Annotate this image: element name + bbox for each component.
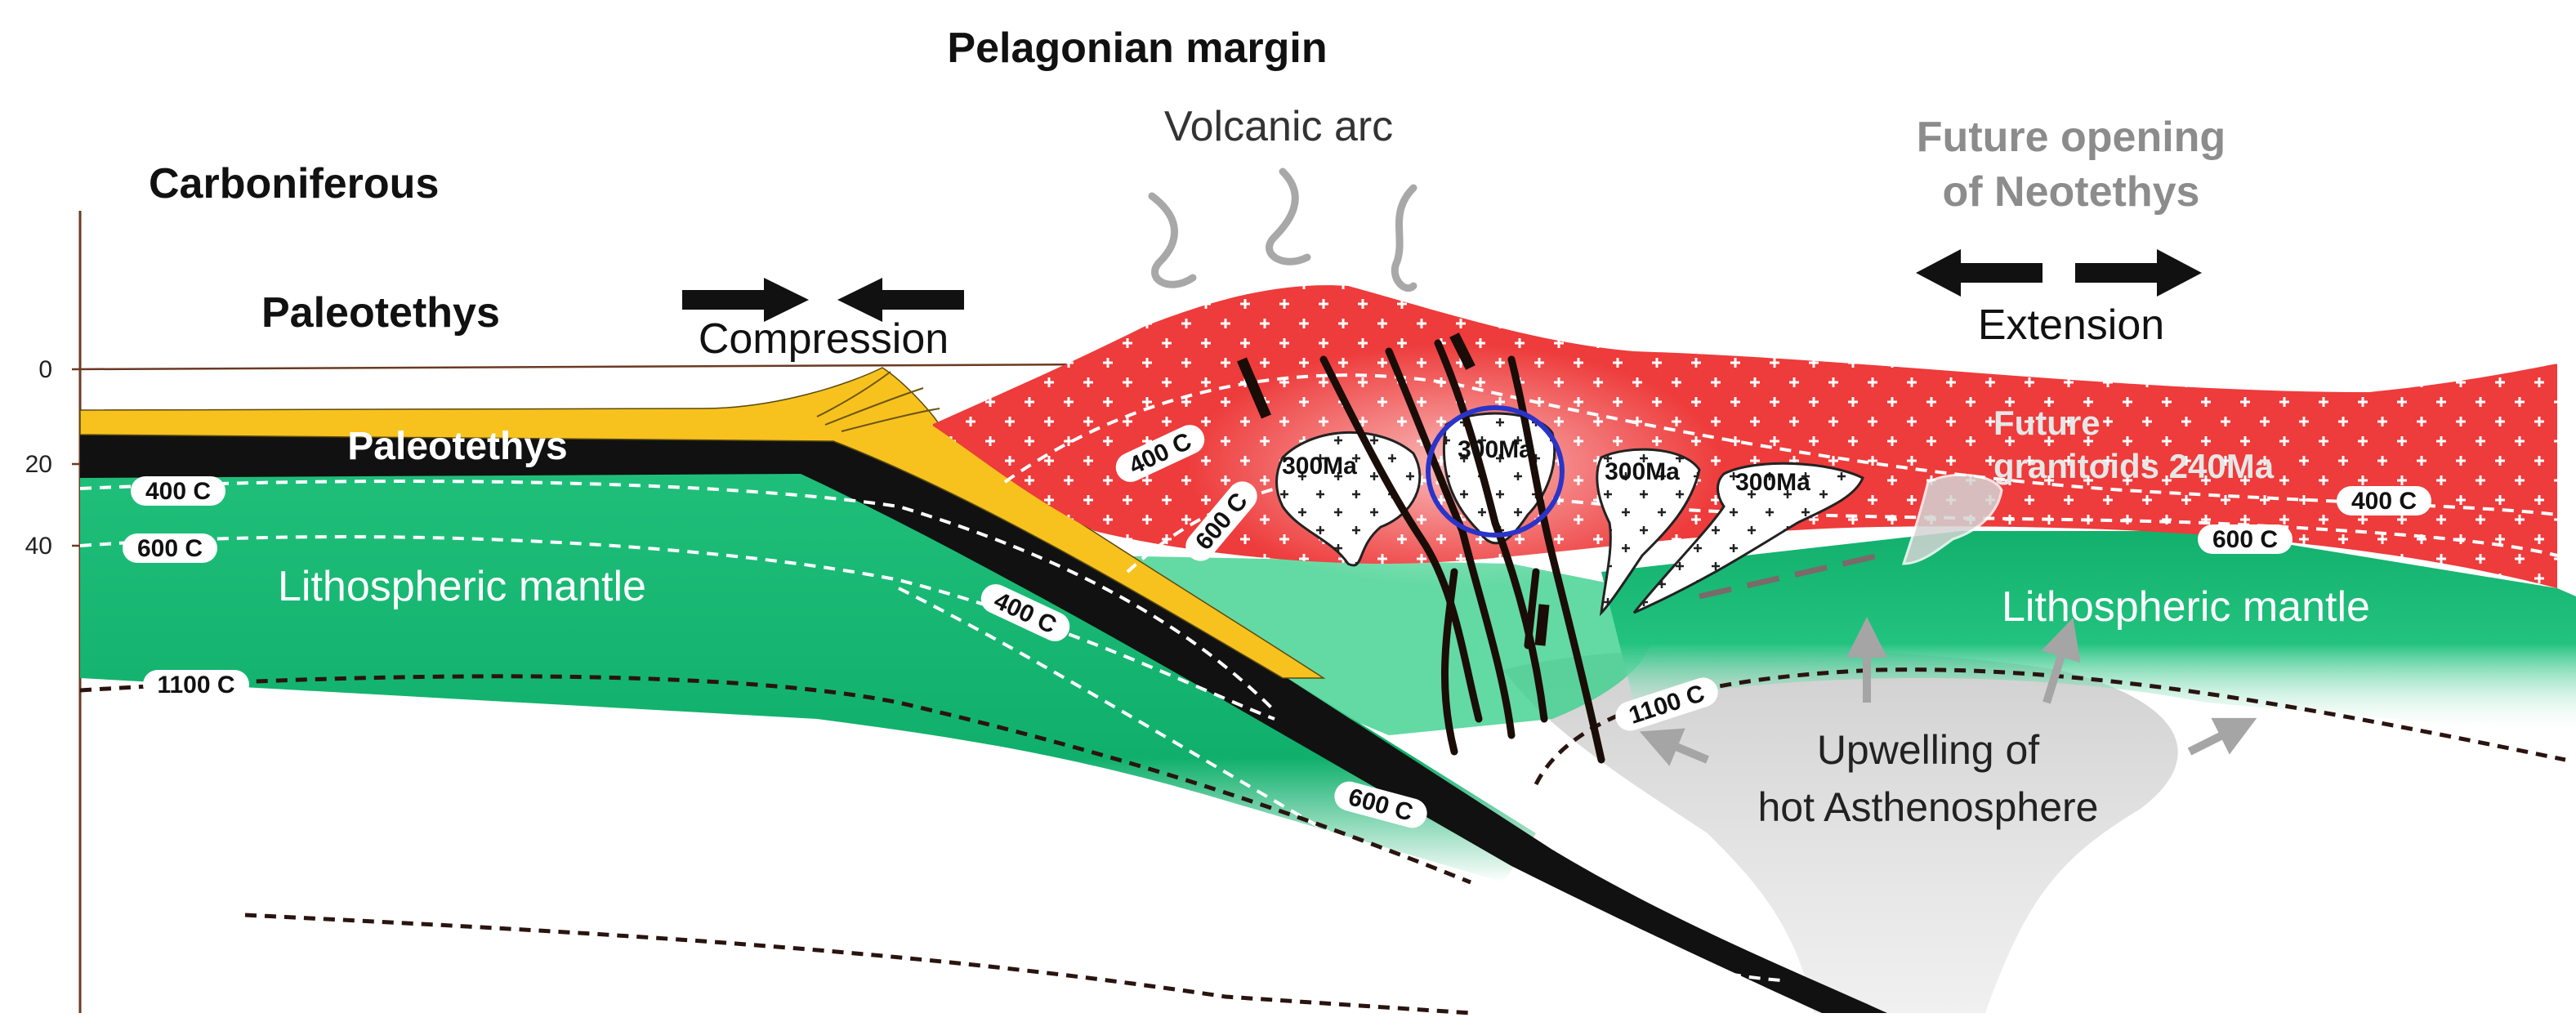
pluton-age-3: 300Ma [1605,458,1680,485]
slab-label: Paleotethys [347,425,567,468]
sediment-layer [79,367,1326,679]
pluton-1 [1275,431,1422,567]
volcanic-smoke [1148,167,1417,292]
extension-arrows [1916,249,2202,297]
svg-text:600 C: 600 C [137,535,203,562]
period-label: Carboniferous [149,160,439,208]
pluton-3 [1596,448,1701,617]
isotherm-label-right-400: 400 C [2337,486,2431,516]
isotherm-label-left-400: 400 C [131,476,225,506]
future-granitoids-line1: Future [1993,404,2101,442]
pluton-age-4: 300Ma [1735,469,1810,496]
ocean-label: Paleotethys [261,289,500,337]
depth-tick-40: 40 [25,533,52,560]
lithospheric-mantle-right-label: Lithospheric mantle [2002,583,2370,631]
highlight-circle [1426,405,1565,538]
future-pluton [1901,473,2003,565]
volcanic-arc-label: Volcanic arc [1164,103,1393,150]
svg-text:1100 C: 1100 C [157,672,234,698]
pluton-age-1: 300Ma [1282,453,1357,480]
future-opening-line1: Future opening [1917,114,2226,161]
upwelling-arrows [1639,617,2257,766]
lithospheric-mantle-left-label: Lithospheric mantle [278,563,646,610]
pluton-4 [1632,462,1864,614]
svg-text:600 C: 600 C [2212,526,2278,553]
arrow-right-icon [2075,249,2202,297]
diagram-title: Pelagonian margin [947,25,1327,72]
arrow-left-icon [837,278,964,322]
extension-label: Extension [1978,301,2164,349]
arrow-right-icon [682,278,809,322]
arrow-left-icon [1916,249,2042,297]
svg-text:400 C: 400 C [2351,488,2417,515]
compression-label: Compression [699,315,949,363]
labels: Pelagonian margin Volcanic arc Carbonife… [149,25,2370,830]
future-dyke [1699,552,1880,600]
accretionary-wedge-lines [816,371,940,432]
subducting-slab [80,425,1887,1013]
future-opening-line2: of Neotethys [1943,168,2200,216]
mantle-wedge [1103,556,1654,735]
magma-dykes [1319,339,1605,764]
svg-text:400 C: 400 C [145,478,211,505]
future-granitoids-line2: granitoids 240Ma [1993,447,2275,485]
pluton-age-labels: 300Ma 300Ma 300Ma 300Ma [1282,436,1810,496]
lithospheric-mantle-left [80,470,1536,882]
depth-tick-20: 20 [25,451,52,478]
asthenosphere-plume [1503,648,2178,1013]
pluton-age-2: 300Ma [1458,436,1533,463]
deep-isotherms [79,667,2566,1015]
upwelling-line1: Upwelling of [1817,727,2039,773]
compression-arrows [682,278,964,322]
isotherm-label-left-600: 600 C [123,533,217,563]
isotherm-label-left-1100: 1100 C [143,670,249,699]
isotherm-label-right-600: 600 C [2198,524,2293,554]
dyke-bars [1237,333,1550,646]
lithospheric-mantle-right [1601,531,2576,735]
depth-tick-0: 0 [38,356,52,383]
upwelling-line2: hot Asthenosphere [1758,784,2099,830]
